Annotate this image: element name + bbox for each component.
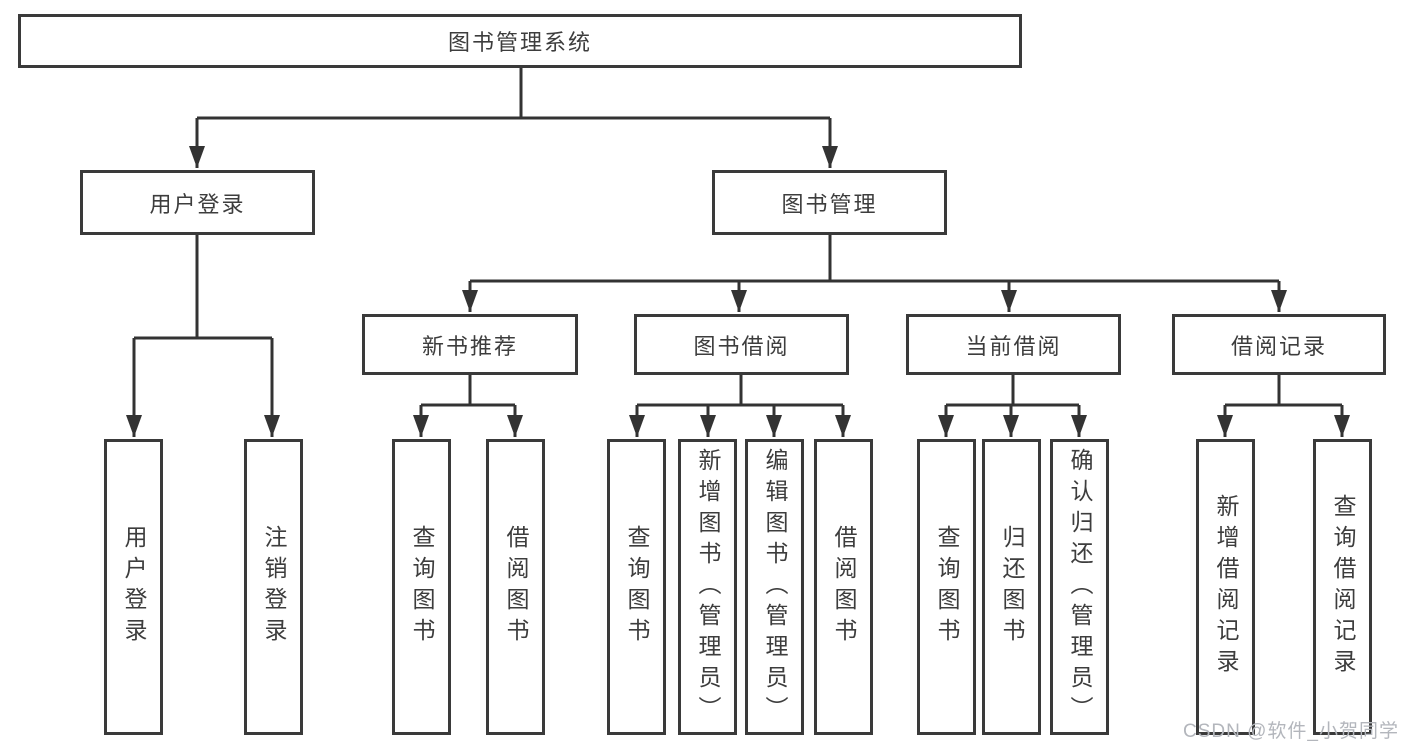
- leaf-add-book-admin-label: 新增图书（管理员）: [695, 447, 721, 727]
- leaf-query-books-borrowing: 查询图书: [607, 439, 666, 735]
- node-borrow-records: 借阅记录: [1172, 314, 1386, 375]
- leaf-confirm-return-admin: 确认归还（管理员）: [1050, 439, 1109, 735]
- leaf-add-book-admin: 新增图书（管理员）: [678, 439, 737, 735]
- connector-new-book-split: [421, 375, 515, 407]
- node-new-book-recommend: 新书推荐: [362, 314, 578, 375]
- leaf-query-books-current-label: 查询图书: [934, 525, 960, 649]
- node-current-borrowing-label: 当前借阅: [965, 333, 1062, 359]
- node-book-management-label: 图书管理: [781, 191, 878, 217]
- csdn-watermark: CSDN @软件_小贺同学: [1183, 721, 1399, 742]
- leaf-logout-label: 注销登录: [261, 525, 287, 649]
- leaf-borrow-books-recommend: 借阅图书: [486, 439, 545, 735]
- connector-current-borrowing-split: [946, 375, 1079, 407]
- leaf-borrow-books-recommend-label: 借阅图书: [503, 525, 529, 649]
- node-root-system: 图书管理系统: [18, 14, 1022, 68]
- node-book-borrowing-label: 图书借阅: [693, 333, 790, 359]
- leaf-add-borrow-record: 新增借阅记录: [1196, 439, 1255, 735]
- leaf-return-book: 归还图书: [982, 439, 1041, 735]
- leaf-edit-book-admin-label: 编辑图书（管理员）: [762, 447, 788, 727]
- leaf-query-books-current: 查询图书: [917, 439, 976, 735]
- leaf-query-books-recommend-label: 查询图书: [409, 525, 435, 649]
- node-new-book-recommend-label: 新书推荐: [421, 333, 518, 359]
- node-book-borrowing: 图书借阅: [634, 314, 849, 375]
- leaf-borrow-books-borrowing-label: 借阅图书: [831, 525, 857, 649]
- leaf-confirm-return-admin-label: 确认归还（管理员）: [1067, 447, 1093, 727]
- leaf-query-books-recommend: 查询图书: [392, 439, 451, 735]
- node-user-login-module: 用户登录: [80, 170, 315, 235]
- leaf-query-borrow-record: 查询借阅记录: [1313, 439, 1372, 735]
- node-user-login-label: 用户登录: [149, 191, 246, 217]
- leaf-query-books-borrowing-label: 查询图书: [624, 525, 650, 649]
- leaf-logout: 注销登录: [244, 439, 303, 735]
- leaf-edit-book-admin: 编辑图书（管理员）: [745, 439, 804, 735]
- node-root-label: 图书管理系统: [447, 30, 592, 55]
- connector-book-borrowing-split: [637, 375, 843, 407]
- leaf-user-login-label: 用户登录: [121, 525, 147, 649]
- node-borrow-records-label: 借阅记录: [1230, 333, 1327, 359]
- connector-root-stem: [197, 68, 830, 120]
- connector-borrow-records-split: [1225, 375, 1342, 407]
- leaf-query-borrow-record-label: 查询借阅记录: [1330, 494, 1356, 680]
- leaf-user-login: 用户登录: [104, 439, 163, 735]
- connector-book-management-split: [470, 235, 1279, 283]
- node-current-borrowing: 当前借阅: [906, 314, 1121, 375]
- node-book-management-module: 图书管理: [712, 170, 947, 235]
- leaf-borrow-books-borrowing: 借阅图书: [814, 439, 873, 735]
- leaf-return-book-label: 归还图书: [999, 525, 1025, 649]
- leaf-add-borrow-record-label: 新增借阅记录: [1213, 494, 1239, 680]
- connector-user-login-split: [134, 235, 272, 340]
